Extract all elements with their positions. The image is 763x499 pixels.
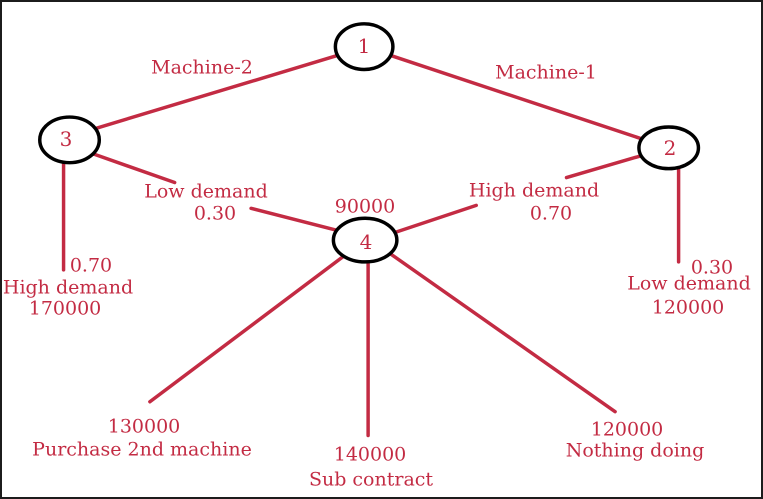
edge-node4-nothing	[383, 248, 617, 414]
leaf-low-demand-label: Low demand	[627, 272, 751, 295]
node-4-label: 4	[359, 230, 373, 254]
edge-node3-node4-lower-segment	[249, 206, 343, 233]
edge-node4-node2-upper-segment	[564, 152, 650, 180]
low-demand-branch-label: Low demand	[144, 180, 268, 203]
node-1-label: 1	[357, 34, 371, 58]
node-2-ellipse	[637, 125, 701, 171]
edge-node4-node2-lower-segment	[388, 203, 478, 236]
high-demand-branch-probability: 0.70	[529, 202, 573, 225]
leaf-high-demand-probability: 0.70	[69, 254, 113, 277]
node-1-ellipse	[333, 22, 395, 72]
edge-node4-purchase	[148, 253, 348, 404]
leaf-low-demand-value: 120000	[651, 296, 725, 319]
node-4-ellipse	[331, 216, 399, 264]
nothing-leaf-label: Nothing doing	[565, 439, 705, 462]
purchase-leaf-label: Purchase 2nd machine	[32, 438, 252, 461]
machine-2-label: Machine-2	[151, 56, 253, 79]
subcontract-leaf-value: 140000	[333, 443, 407, 466]
node-3-label: 3	[59, 127, 73, 151]
nothing-leaf-value: 120000	[590, 418, 664, 441]
leaf-high-demand-label: High demand	[2, 276, 134, 299]
node4-value-label: 90000	[334, 195, 396, 218]
purchase-leaf-value: 130000	[107, 415, 181, 438]
edge-node1-node3	[85, 49, 352, 133]
leaf-high-demand-value: 170000	[28, 297, 102, 320]
high-demand-branch-label: High demand	[468, 179, 600, 202]
machine-1-label: Machine-1	[495, 61, 597, 84]
node-3-ellipse	[38, 115, 102, 165]
edge-node1-node2	[383, 51, 650, 143]
leaf-low-demand-probability: 0.30	[690, 256, 734, 279]
edge-node3-node4-upper-segment	[82, 149, 177, 185]
subcontract-leaf-label: Sub contract	[308, 468, 434, 491]
low-demand-branch-probability: 0.30	[193, 202, 237, 225]
node-2-label: 2	[663, 136, 677, 160]
